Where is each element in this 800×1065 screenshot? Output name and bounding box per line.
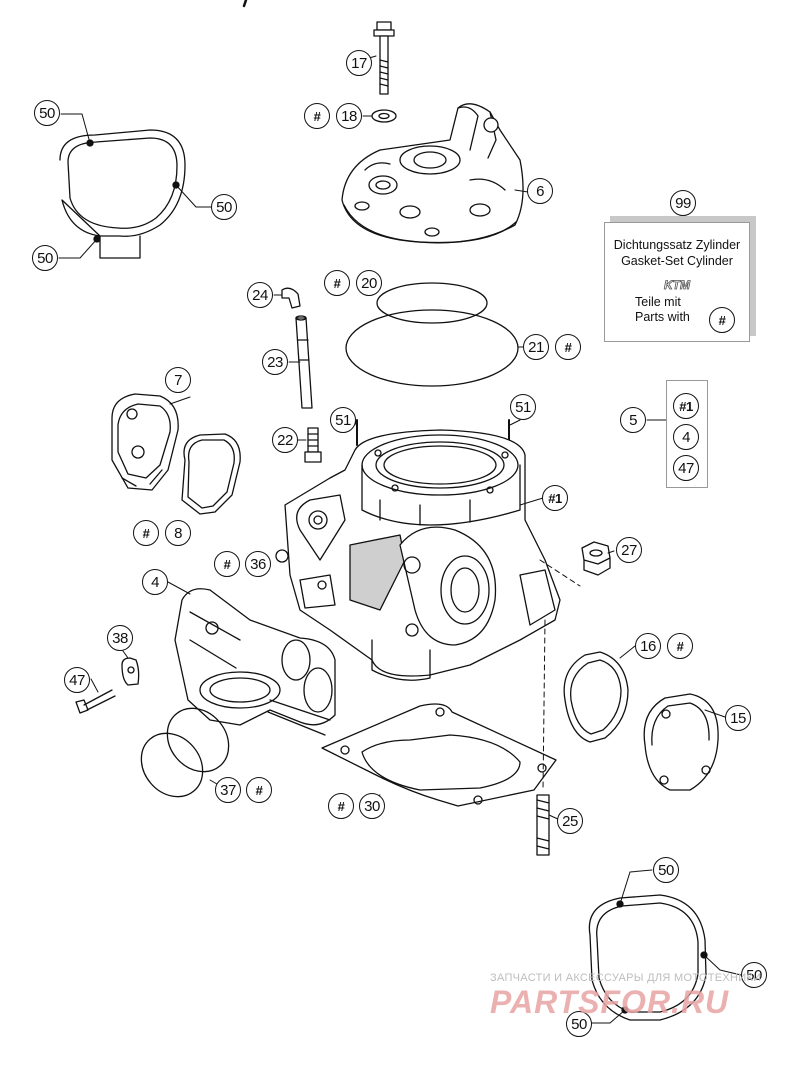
callout-50-bottom-b[interactable]: 50 <box>741 962 767 988</box>
tube-23 <box>295 315 313 409</box>
gasket-16 <box>563 651 629 743</box>
kit-note-en: Parts with <box>635 310 690 324</box>
nipple-22 <box>304 427 322 463</box>
base-gasket-30 <box>321 703 557 807</box>
callout-37[interactable]: 37 <box>215 777 241 803</box>
callout-50-bottom-a[interactable]: 50 <box>653 857 679 883</box>
callout-18[interactable]: 18 <box>336 103 362 129</box>
elbow-24 <box>281 287 301 309</box>
callout-50-top-left-c[interactable]: 50 <box>32 245 58 271</box>
callout-50-top-left-a[interactable]: 50 <box>34 100 60 126</box>
cylinder-1 <box>284 429 561 681</box>
callout-50-bottom-c[interactable]: 50 <box>566 1011 592 1037</box>
callout-8-hash[interactable]: # <box>133 520 159 546</box>
kit-hash-marker[interactable]: # <box>709 307 735 333</box>
callout-36-hash[interactable]: # <box>214 551 240 577</box>
callout-38[interactable]: 38 <box>107 625 133 651</box>
o-ring-36 <box>275 549 289 563</box>
callout-27[interactable]: 27 <box>616 537 642 563</box>
callout-51-left[interactable]: 51 <box>330 407 356 433</box>
cover-15 <box>643 693 719 791</box>
callout-30-hash[interactable]: # <box>328 793 354 819</box>
watermark-logo: PARTSFOR.RU <box>490 984 730 1020</box>
callout-16[interactable]: 16 <box>635 633 661 659</box>
callout-20-hash[interactable]: # <box>324 270 350 296</box>
callout-51-right[interactable]: 51 <box>510 394 536 420</box>
ktm-logo: KTM <box>664 278 691 293</box>
callout-24[interactable]: 24 <box>247 282 273 308</box>
nut-27 <box>581 541 611 576</box>
callout-47[interactable]: 47 <box>64 667 90 693</box>
callout-1[interactable]: #1 <box>542 485 568 511</box>
callout-50-top-left-b[interactable]: 50 <box>211 194 237 220</box>
stud-25 <box>536 794 550 856</box>
washer-18 <box>371 109 397 123</box>
set-5-item-47[interactable]: 47 <box>673 455 699 481</box>
cover-7 <box>111 393 179 491</box>
callout-30[interactable]: 30 <box>359 793 385 819</box>
callout-7[interactable]: 7 <box>165 367 191 393</box>
cylinder-head-6 <box>341 103 524 244</box>
bolt-17 <box>373 21 395 95</box>
callout-99[interactable]: 99 <box>670 190 696 216</box>
watermark-tagline: ЗАПЧАСТИ И АКСЕССУАРЫ ДЛЯ МОТОТЕХНИКИ <box>490 972 762 984</box>
callout-8[interactable]: 8 <box>165 520 191 546</box>
kit-title-de: Dichtungssatz Zylinder <box>613 238 741 252</box>
gasket-kit-card: Dichtungssatz Zylinder Gasket-Set Cylind… <box>604 222 750 342</box>
callout-6[interactable]: 6 <box>527 178 553 204</box>
kit-title-en: Gasket-Set Cylinder <box>621 254 733 268</box>
set-5-group: #1 4 47 <box>666 380 708 488</box>
screw-47 <box>75 689 116 714</box>
callout-37-hash[interactable]: # <box>246 777 272 803</box>
leader-lines <box>58 55 742 1024</box>
callout-4[interactable]: 4 <box>142 569 168 595</box>
kit-note-de: Teile mit <box>635 295 681 309</box>
gasket-8 <box>181 433 241 515</box>
callout-21-hash[interactable]: # <box>555 334 581 360</box>
callout-21[interactable]: 21 <box>523 334 549 360</box>
callout-23[interactable]: 23 <box>262 349 288 375</box>
callout-5[interactable]: 5 <box>620 407 646 433</box>
callout-17[interactable]: 17 <box>346 50 372 76</box>
callout-25[interactable]: 25 <box>557 808 583 834</box>
callout-15[interactable]: 15 <box>725 705 751 731</box>
o-rings-37 <box>140 707 230 798</box>
callout-36[interactable]: 36 <box>245 551 271 577</box>
watermark: ЗАПЧАСТИ И АКСЕССУАРЫ ДЛЯ МОТОТЕХНИКИ PA… <box>490 972 790 1062</box>
gasket-50-top <box>59 129 186 259</box>
set-5-item-1[interactable]: #1 <box>673 393 699 419</box>
callout-20[interactable]: 20 <box>356 270 382 296</box>
plate-38 <box>121 657 140 686</box>
callout-18-hash[interactable]: # <box>304 103 330 129</box>
callout-22[interactable]: 22 <box>272 427 298 453</box>
intake-4 <box>174 588 336 736</box>
set-5-item-4[interactable]: 4 <box>673 424 699 450</box>
o-ring-20 <box>376 282 488 324</box>
o-ring-21 <box>345 309 519 387</box>
callout-16-hash[interactable]: # <box>667 633 693 659</box>
